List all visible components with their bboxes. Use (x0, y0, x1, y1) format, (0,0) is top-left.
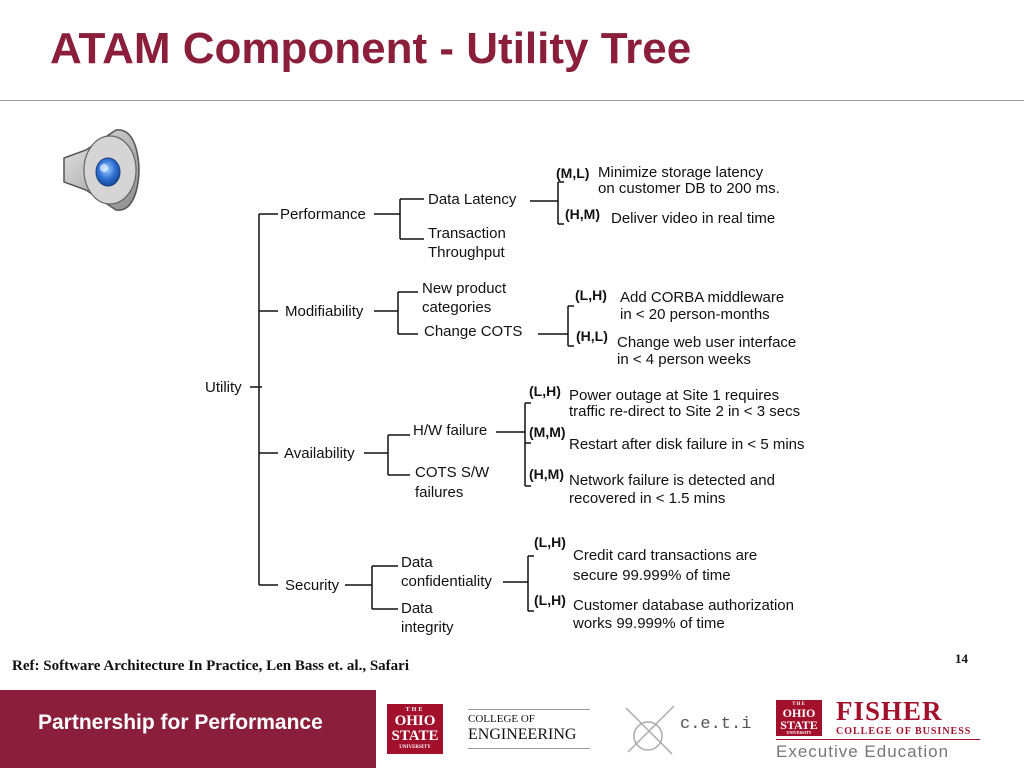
scenario-text: Power outage at Site 1 requires (569, 387, 779, 404)
node-data-confidentiality-line1: Data (401, 554, 433, 571)
osu-logo-line1: THE (405, 707, 425, 713)
reference-citation: Ref: Software Architecture In Practice, … (12, 658, 409, 674)
page-number: 14 (955, 651, 968, 666)
scenario-priority: (L,H) (529, 383, 561, 399)
scenario-text: recovered in < 1.5 mins (569, 490, 725, 507)
node-hw-failure: H/W failure (413, 422, 487, 439)
scenario-text: Minimize storage latency (598, 164, 764, 181)
scenario-text: on customer DB to 200 ms. (598, 180, 780, 197)
node-new-product-categories-line2: categories (422, 299, 491, 316)
ceti-logo-icon (625, 705, 675, 755)
scenario-text: Customer database authorization (573, 597, 794, 614)
utility-tree-diagram: Utility Performance Modifiability Availa… (205, 164, 805, 636)
node-transaction-throughput-line1: Transaction (428, 225, 506, 242)
node-data-integrity-line2: integrity (401, 619, 454, 636)
osu-logo-line3: UNIVERSITY (399, 745, 431, 750)
node-data-integrity-line1: Data (401, 600, 433, 617)
fisher-divider (776, 739, 980, 740)
scenario-priority: (H,M) (529, 466, 564, 482)
node-data-confidentiality-line2: confidentiality (401, 573, 492, 590)
slide-title: ATAM Component - Utility Tree (50, 24, 692, 73)
college-of-engineering-logo: COLLEGE OF ENGINEERING (468, 709, 590, 749)
scenario-text: Restart after disk failure in < 5 mins (569, 436, 805, 453)
scenario-text: Deliver video in real time (611, 210, 775, 227)
osu-small-line2: OHIO STATE (780, 706, 818, 732)
coe-line1: COLLEGE OF (468, 713, 535, 725)
osu-logo-line2: OHIO STATE (391, 713, 439, 744)
scenario-text: traffic re-direct to Site 2 in < 3 secs (569, 403, 800, 420)
node-availability: Availability (284, 445, 355, 462)
node-cots-sw-failures-line2: failures (415, 484, 463, 501)
scenario-priority: (H,M) (565, 206, 600, 222)
node-data-latency: Data Latency (428, 191, 517, 208)
coe-line2: ENGINEERING (468, 726, 577, 743)
scenario-priority: (M,M) (529, 424, 566, 440)
scenario-text: Change web user interface (617, 334, 796, 351)
osu-small-line3: UNIVERSITY (786, 730, 812, 735)
scenario-priority: (L,H) (575, 287, 607, 303)
node-transaction-throughput-line2: Throughput (428, 244, 506, 261)
ceti-text: c.e.t.i (680, 715, 752, 734)
scenario-text: works 99.999% of time (572, 615, 725, 632)
scenario-text: in < 20 person-months (620, 306, 770, 323)
root-node-utility: Utility (205, 379, 242, 396)
speaker-icon[interactable] (60, 128, 152, 212)
fisher-name: FISHER (836, 696, 943, 726)
scenario-priority: (M,L) (556, 165, 589, 181)
executive-education: Executive Education (776, 742, 950, 761)
osu-small-line1: THE (792, 702, 806, 707)
scenario-text: secure 99.999% of time (573, 567, 731, 584)
node-performance: Performance (280, 206, 366, 223)
scenario-text: in < 4 person weeks (617, 351, 751, 368)
node-cots-sw-failures-line1: COTS S/W (415, 464, 490, 481)
node-security: Security (285, 577, 340, 594)
scenario-text: Credit card transactions are (573, 547, 757, 564)
title-divider (0, 100, 1024, 101)
node-modifiability: Modifiability (285, 303, 364, 320)
scenario-priority: (L,H) (534, 592, 566, 608)
footer-tagline: Partnership for Performance (38, 711, 323, 734)
osu-logo: THE OHIO STATE UNIVERSITY (387, 704, 443, 754)
node-new-product-categories-line1: New product (422, 280, 507, 297)
footer-band (0, 690, 376, 768)
node-change-cots: Change COTS (424, 323, 522, 340)
scenario-text: Add CORBA middleware (620, 289, 784, 306)
scenario-text: Network failure is detected and (569, 472, 775, 489)
scenario-priority: (H,L) (576, 328, 608, 344)
fisher-subtitle: COLLEGE OF BUSINESS (836, 726, 972, 737)
scenario-priority: (L,H) (534, 534, 566, 550)
osu-logo-small: THE OHIO STATE UNIVERSITY (776, 700, 822, 736)
